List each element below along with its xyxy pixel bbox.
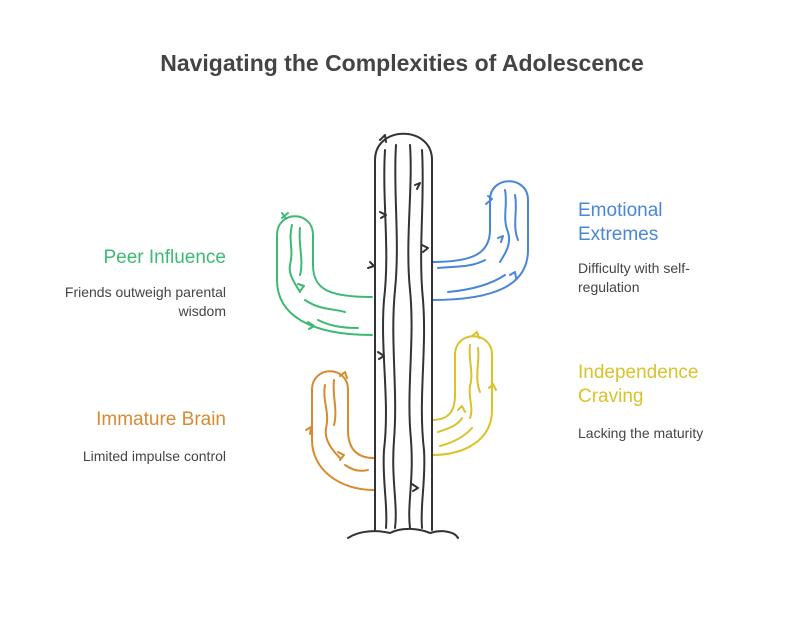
emotional-extremes-description: Difficulty with self-regulation [578,260,690,295]
peer-influence-description: Friends outweigh parental wisdom [64,284,226,319]
independence-craving-description: Lacking the maturity [578,425,704,441]
peer-influence-heading: Peer Influence [103,247,226,268]
emotional-extremes-heading: Emotional Extremes [578,200,663,245]
cactus-trunk [347,132,459,539]
independence-craving-heading: Independence Craving [578,362,699,407]
peer-influence-arm [276,212,373,336]
immature-brain-heading: Immature Brain [96,409,226,430]
immature-brain-arm [305,370,375,491]
independence-craving-arm [431,331,497,456]
diagram-title: Navigating the Complexities of Adolescen… [160,50,644,76]
immature-brain-description: Limited impulse control [82,448,226,464]
emotional-extremes-arm [431,180,529,301]
